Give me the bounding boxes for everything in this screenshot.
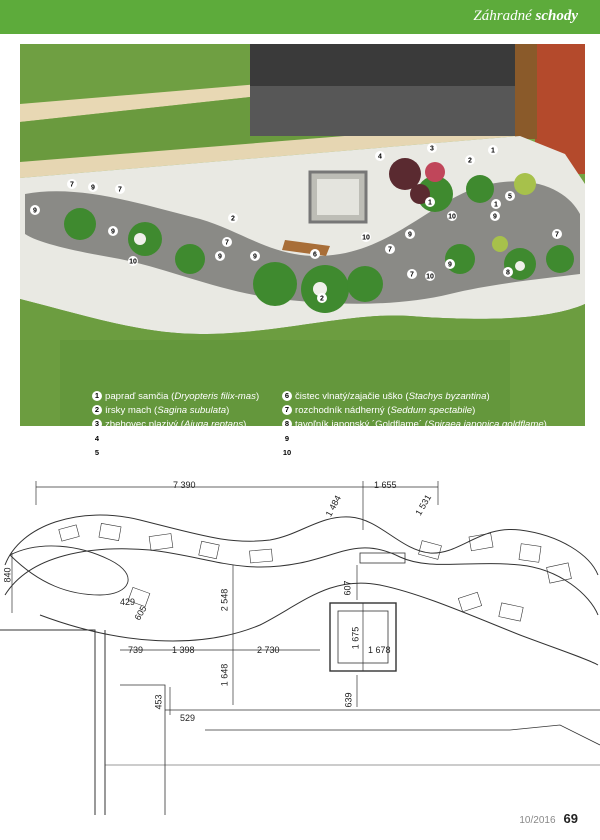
svg-text:6: 6: [313, 252, 317, 259]
plan-marker: 7: [385, 244, 395, 254]
plan-marker: 2: [465, 155, 475, 165]
svg-text:2: 2: [468, 158, 472, 165]
garden-plan-image: 3 2 1 4 1 5 9 1 10 7 9 7 9 9 10 2 7 9 9 …: [20, 44, 585, 426]
svg-text:1: 1: [428, 200, 432, 207]
dimension-label: 840: [2, 567, 13, 583]
svg-text:7: 7: [555, 232, 559, 239]
svg-text:7: 7: [388, 247, 392, 254]
plan-marker: 4: [375, 151, 385, 161]
plan-marker: 1: [491, 199, 501, 209]
section-title-bold: schody: [535, 8, 579, 24]
plan-marker: 6: [310, 249, 320, 259]
svg-text:1: 1: [491, 148, 495, 155]
plan-marker: 2: [317, 293, 327, 303]
garden-plan-illustration: 3 2 1 4 1 5 9 1 10 7 9 7 9 9 10 2 7 9 9 …: [20, 44, 585, 459]
plan-marker: 10: [447, 211, 457, 221]
plan-marker: 3: [427, 143, 437, 153]
svg-text:9: 9: [493, 214, 497, 221]
svg-text:7: 7: [410, 272, 414, 279]
svg-text:7: 7: [225, 240, 229, 247]
svg-text:2: 2: [320, 296, 324, 303]
dimension-label: 453: [153, 694, 164, 710]
svg-text:9: 9: [91, 185, 95, 192]
plan-marker: 8: [503, 267, 513, 277]
svg-text:7: 7: [118, 187, 122, 194]
plan-marker: 10: [425, 271, 435, 281]
plan-marker: 9: [445, 259, 455, 269]
plan-marker: 9: [88, 182, 98, 192]
section-title-regular: Záhradné: [473, 8, 532, 24]
dimension-label: 1 678: [368, 645, 391, 655]
dimension-label: 639: [343, 692, 354, 708]
header-bar: Záhradné schody: [0, 0, 600, 34]
dimension-label: 2 730: [257, 645, 280, 655]
plan-marker: 9: [215, 251, 225, 261]
dimension-drawing: [0, 481, 600, 815]
dimension-label: 429: [120, 597, 136, 607]
svg-text:8: 8: [506, 270, 510, 277]
svg-text:4: 4: [378, 154, 382, 161]
svg-text:9: 9: [408, 232, 412, 239]
svg-text:9: 9: [253, 254, 257, 261]
plan-marker: 9: [250, 251, 260, 261]
svg-text:9: 9: [218, 254, 222, 261]
technical-drawing: 7 390 1 655 1 484 1 531 840 429 605 2 54…: [0, 445, 600, 815]
dimension-label: 1 648: [219, 663, 230, 687]
section-title: Záhradné schody: [473, 8, 578, 25]
svg-text:10: 10: [129, 259, 137, 266]
svg-text:7: 7: [70, 182, 74, 189]
plan-marker: 1: [488, 145, 498, 155]
plan-marker: 10: [128, 256, 138, 266]
plan-marker: 7: [407, 269, 417, 279]
plan-marker: 7: [67, 179, 77, 189]
svg-text:9: 9: [33, 208, 37, 215]
dimension-label: 739: [128, 645, 144, 655]
plan-marker: 2: [228, 213, 238, 223]
svg-text:10: 10: [426, 274, 434, 281]
svg-text:1: 1: [494, 202, 498, 209]
plan-marker: 7: [115, 184, 125, 194]
dimension-label: 7 390: [173, 480, 196, 490]
svg-text:9: 9: [448, 262, 452, 269]
svg-text:5: 5: [508, 194, 512, 201]
svg-text:10: 10: [362, 235, 370, 242]
svg-text:3: 3: [430, 146, 434, 153]
dimension-label: 2 548: [219, 588, 230, 612]
page-number: 69: [563, 811, 578, 826]
plan-marker: 9: [405, 229, 415, 239]
plan-marker: 9: [108, 226, 118, 236]
plan-marker: 9: [490, 211, 500, 221]
issue-label: 10/2016: [519, 815, 556, 826]
plan-marker: 7: [552, 229, 562, 239]
dimension-label: 1 675: [350, 626, 361, 650]
plan-marker: 9: [30, 205, 40, 215]
plan-marker: 5: [505, 191, 515, 201]
plan-marker: 7: [222, 237, 232, 247]
dimension-label: 1 655: [374, 480, 397, 490]
dimension-label: 1 398: [172, 645, 195, 655]
svg-text:9: 9: [111, 229, 115, 236]
plan-marker: 1: [425, 197, 435, 207]
dimension-label: 529: [180, 713, 196, 723]
dimension-label: 607: [342, 580, 353, 596]
plan-marker: 10: [361, 232, 371, 242]
svg-text:2: 2: [231, 216, 235, 223]
page-footer: 10/2016 69: [519, 811, 578, 826]
svg-text:10: 10: [448, 214, 456, 221]
